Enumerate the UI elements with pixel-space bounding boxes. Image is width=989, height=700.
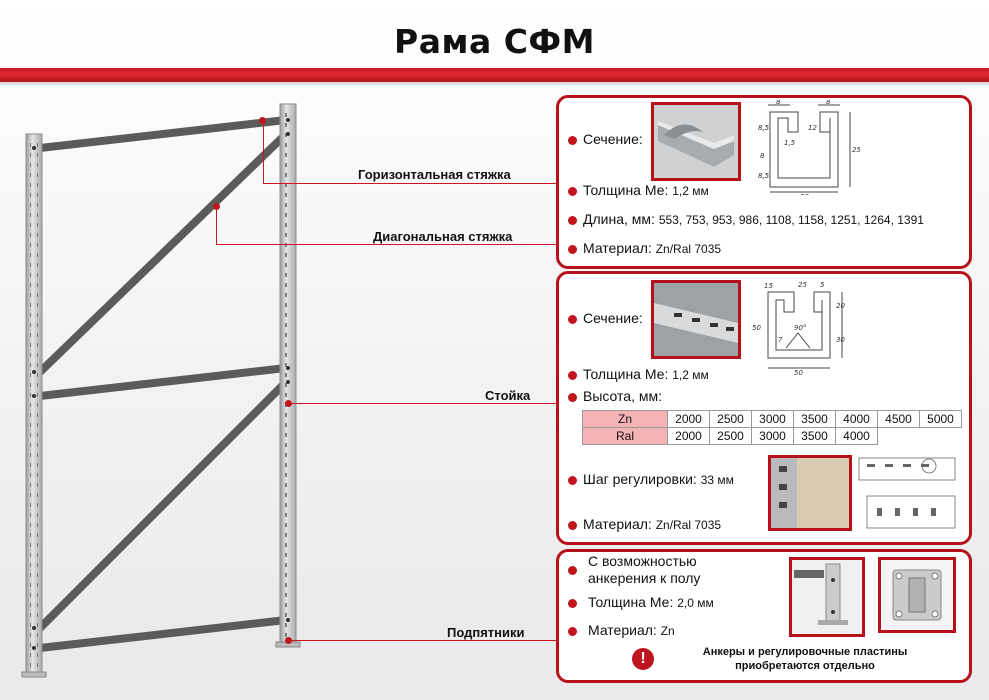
header-red-bar [0,68,989,85]
brace-section-drawing: 8 8 8,5 12 1,5 8 25 8,5 25 [758,100,860,195]
upright-perforation-drawing [858,457,956,529]
brace-length: Длина, мм: 553, 753, 953, 986, 1108, 115… [583,211,924,227]
upright-pitch: Шаг регулировки: 33 мм [583,471,734,487]
svg-text:12: 12 [808,124,817,132]
footplate-left [21,671,47,678]
svg-text:8: 8 [776,100,781,106]
diagonal-brace-1 [36,130,290,376]
svg-text:25: 25 [800,193,809,195]
warning-icon: ! [632,648,654,670]
callout-diagonal-brace: Диагональная стяжка [373,229,513,244]
horizontal-brace-top [36,116,290,152]
footplate-photo-top [878,557,956,633]
brace-profile-photo [651,102,741,181]
page-title: Рама СФМ [394,22,595,61]
upright-height-label: Высота, мм: [583,388,662,404]
footplate-thickness: Толщина Ме: 2,0 мм [588,594,714,610]
pitch-photo [768,455,852,531]
callout-upright: Стойка [485,388,531,403]
frame-illustration [21,103,301,678]
svg-text:5: 5 [820,281,825,289]
svg-text:25: 25 [852,146,860,154]
brace-section-label: Сечение: [583,131,643,147]
svg-text:15: 15 [764,282,773,290]
svg-text:8,5: 8,5 [758,172,770,180]
svg-text:50: 50 [752,324,761,332]
upright-profile-photo [651,280,741,359]
svg-text:50: 50 [794,369,803,376]
footplate-material: Материал: Zn [588,622,675,638]
svg-text:8,5: 8,5 [758,124,770,132]
table-row: Ral 2000 2500 3000 3500 4000 [582,427,962,445]
brace-material: Материал: Zn/Ral 7035 [583,240,722,256]
svg-text:20: 20 [836,302,845,310]
svg-text:8: 8 [760,152,765,160]
height-table: Zn 2000 2500 3000 3500 4000 4500 5000 Ra… [582,410,962,445]
upright-section-drawing: 15 25 5 20 50 30 90° 7 50 [752,281,845,376]
upright-material: Материал: Zn/Ral 7035 [583,516,722,532]
svg-text:30: 30 [836,336,845,344]
table-row: Zn 2000 2500 3000 3500 4000 4500 5000 [582,410,962,428]
brace-spec-panel [556,95,972,269]
svg-text:8: 8 [826,100,831,106]
svg-text:7: 7 [778,336,783,344]
footplate-photo-mounted [789,557,865,637]
svg-text:1,5: 1,5 [784,139,796,147]
brace-thickness: Толщина Ме: 1,2 мм [583,182,709,198]
horizontal-brace-mid [36,364,290,400]
upright-spec-panel [556,271,972,545]
callout-horizontal-brace: Горизонтальная стяжка [358,167,511,182]
upright-section-label: Сечение: [583,310,643,326]
callout-footplate: Подпятники [447,625,525,640]
upright-thickness: Толщина Ме: 1,2 мм [583,366,709,382]
diagonal-brace-2 [36,378,290,632]
horizontal-brace-bottom [36,616,290,652]
svg-text:90°: 90° [794,324,806,332]
svg-text:25: 25 [798,281,807,289]
